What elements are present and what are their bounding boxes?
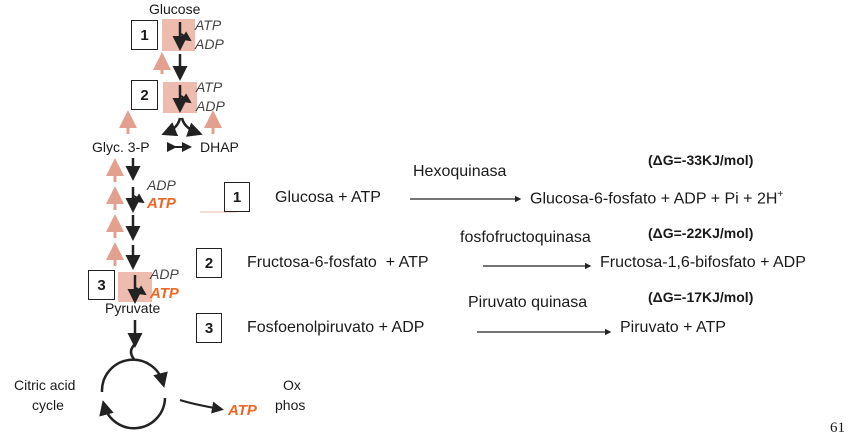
reaction-1-products: Glucosa-6-fosfato + ADP + Pi + 2H+ [530,189,784,208]
step-3-box: 3 [88,270,115,300]
reaction-3-enzyme: Piruvato quinasa [468,294,588,311]
atp-out-3: ATP [150,285,179,302]
reaction-3-number: 3 [196,313,222,343]
reaction-1-delta-g: (ΔG=-33KJ/mol) [648,152,754,168]
atp-out-a: ATP [147,195,176,212]
reaction-2-delta-g: (ΔG=-22KJ/mol) [648,225,754,241]
reaction-1-number: 1 [224,182,250,212]
pink-rects [118,19,197,302]
pink-reverse-arrows [106,52,222,266]
adp-out-1: ADP [195,36,224,52]
step-1-box: 1 [131,20,158,50]
citric-acid-label: Citric acid [14,377,76,393]
glyc3p-label: Glyc. 3-P [92,139,150,155]
reaction-3-delta-g: (ΔG=-17KJ/mol) [648,289,754,305]
dhap-label: DHAP [200,139,239,155]
reaction-1-reactants: Glucosa + ATP [275,189,381,206]
pyruvate-label: Pyruvate [105,300,161,316]
atp-in-1: ATP [195,17,222,33]
ox-label: Ox [283,377,301,393]
phos-label: phos [275,397,306,413]
reaction-1-enzyme: Hexoquinasa [413,163,507,180]
reaction-2-enzyme: fosfofructoquinasa [460,229,591,246]
reaction-3-reactants: Fosfoenolpiruvato + ADP [247,319,425,336]
reaction-2-reactants: Fructosa-6-fosfato + ATP [247,254,429,271]
cycle-label: cycle [32,397,64,413]
reaction-3-products: Piruvato + ATP [620,319,726,336]
adp-in-a: ADP [147,177,176,193]
atp-oxphos: ATP [228,402,257,419]
step-2-box: 2 [131,80,158,110]
black-arrows [99,22,612,430]
glucose-label: Glucose [149,1,201,17]
atp-in-2: ATP [196,79,223,95]
reaction-2-number: 2 [196,248,222,278]
page-number: 61 [830,420,845,436]
adp-in-3: ADP [150,266,179,282]
reaction-2-products: Fructosa-1,6-bifosfato + ADP [600,254,806,271]
adp-out-2: ADP [196,98,225,114]
